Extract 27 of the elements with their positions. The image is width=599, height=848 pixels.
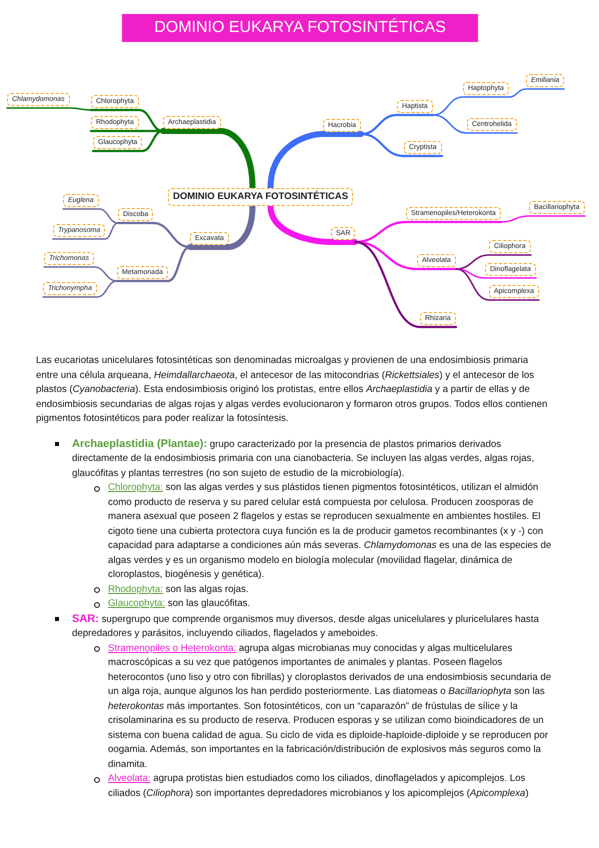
branch-line [160, 128, 256, 191]
list-item-text: SAR: supergrupo que comprende organismos muy diversos, desde algas unicelulares y pluricelulares hasta depredadores y parásitos, incluyendo ciliados, flagelados y ameboides. [72, 612, 540, 641]
branch-line [360, 132, 444, 158]
branch-line [268, 131, 364, 191]
list-item-text: Chlorophyta: son las algas verdes y sus plástidos tienen pigmentos fotosintéticos, utilizan el almidón como producto de reserva y su pared celular está compuesta por celulosa. Producen zoosporas de manera asexual que poseen 2 flagelos y estas se reproducen sexualmente en ambientes hostiles. El cigoto tiene una cubierta protectora cuya función es la de producir gametos recombinantes (x y -) con capacidad para adaptarse a condiciones aún más severas. Chlamydomonas es una de las especies de algas verdes y es un organismo modelo en biología molecular (movilidad flagelar, dinámica de cloroplastos, biogénesis y genética). [108, 481, 552, 582]
branch-line [455, 254, 532, 270]
branch-line [432, 114, 518, 134]
branch-line [6, 107, 92, 111]
central-topic: DOMINIO EUKARYA FOTOSINTÉTICAS [168, 188, 354, 206]
branch-line [455, 268, 540, 301]
list-item-text: Archaeplastidia (Plantae): grupo caracterizado por la presencia de plastos primarios derivados directamente de la endosimbiosis primaria con una cianobacteria. Se incluyen las algas verdes, algas rojas, glaucófitas y plantas terrestres (no son sujeto de estudio de la microbiología). [72, 436, 536, 480]
list-item-text: Glaucophyta: son las glaucófitas. [108, 597, 252, 611]
branch-line [268, 203, 358, 245]
branch-line [187, 203, 256, 250]
branch-line [52, 222, 119, 240]
branch-line [42, 280, 118, 298]
branch-line [354, 240, 458, 328]
branch-line [62, 208, 119, 224]
branch-line [500, 215, 586, 223]
paragraph: Las eucariotas unicelulares fotosintéticas son denominadas microalgas y provienen de una endosimbiosis primaria entre una célula arqueana, Heimdallarchaeota, el antecesor de las mitocondrias (Rickettsiales) y el antecesor de los plastos (Cyanobacteria). Esta endosimbiosis originó los protistas, entre ellos Archaeplastidia y a partir de ellas y de endosimbiosis secundarias de algas rojas y algas verdes evolucionaron y formaron otros grupos. Todos ellos contienen pigmentos fotosintéticos para poder realizar la fotosíntesis. [36, 354, 548, 426]
branch-line [432, 96, 510, 116]
branch-line [508, 88, 565, 98]
branch-line [43, 266, 118, 282]
list-item-text: Stramenopiles o Heterokonta: agrupa algas microbianas muy conocidas y algas multicelulares macroscópicas a su vez que patógenos importantes de animales y plantas. Poseen flagelos heterocontos (uno liso y otro con fibrillas) y cloroplastos derivados de una endosimbiosis secundaria de un alga roja, aunque algunos los han perdido posteriormente. Las diatomeas o Bacillariophyta son las heterokontas más importantes. Son fotosintéticos, con un “caparazón” de frústulas de sílice y la crisolaminarina es su producto de reserva. Producen esporas y se utilizan como bioindicadores de un sistema con buena calidad de agua. Su ciclo de vida es diploide-haploide-diploide y se reproducen por oogamia. Además, son importantes en la fabricación/distribución de explosivos más seguros como la dinamita. [108, 642, 552, 772]
title-banner: DOMINIO EUKARYA FOTOSINTÉTICAS [122, 14, 478, 42]
list-item-text: Alveolata: agrupa protistas bien estudiados como los ciliados, dinoflagelados y apicomplejos. Los ciliados (Ciliophora) son importantes depredadores microbianos y los apicomplejos (Apicomplexa) [108, 772, 530, 800]
list-item-text: Rhodophyta: son las algas rojas. [108, 582, 250, 596]
